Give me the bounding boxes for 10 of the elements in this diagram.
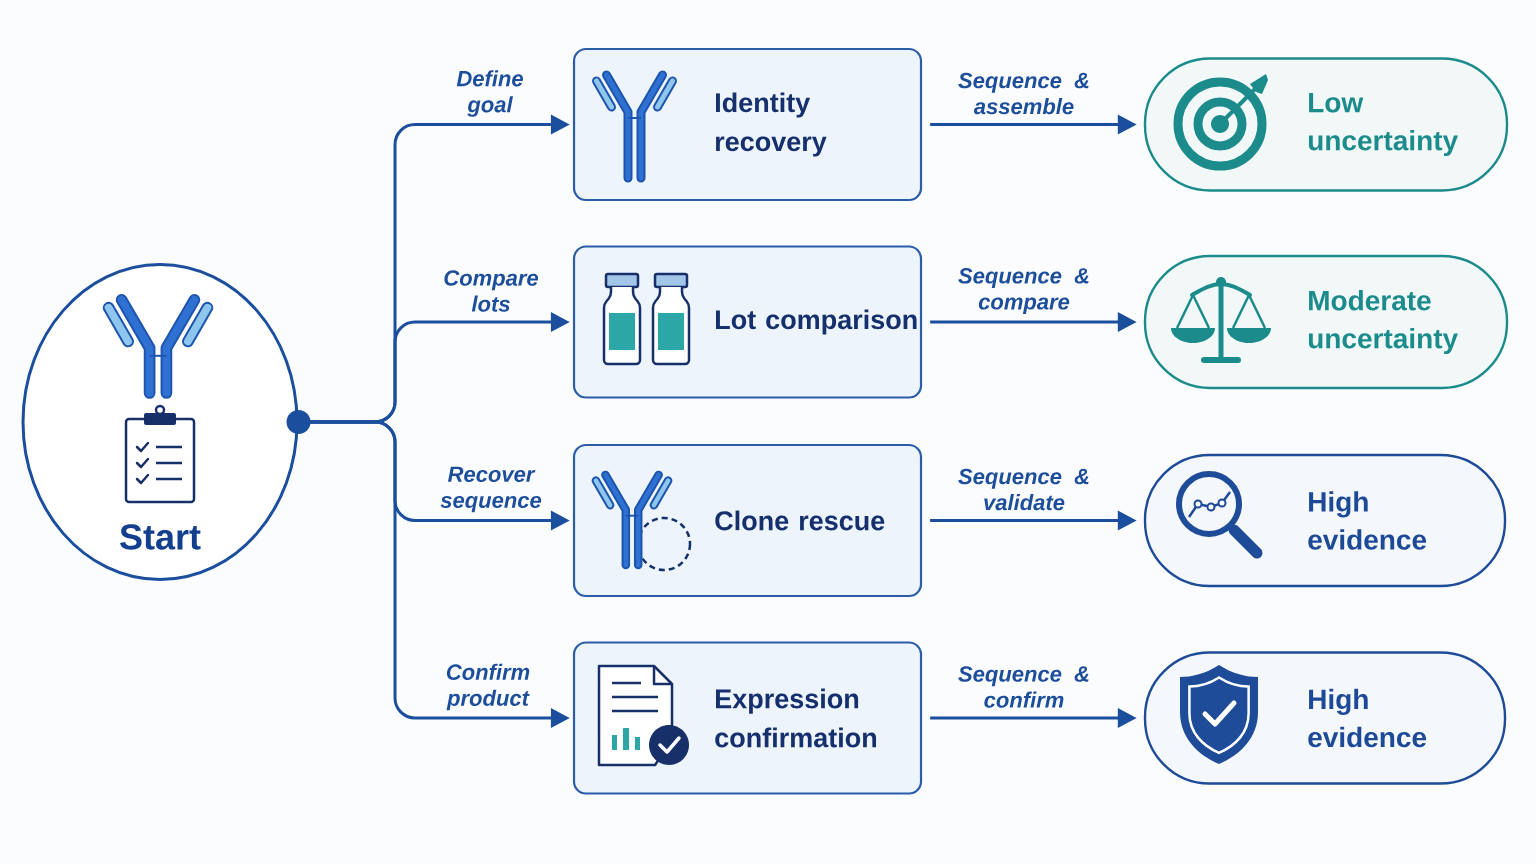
edge-label: Sequence & validate xyxy=(958,468,1089,511)
edge-label: Sequence & confirm xyxy=(958,666,1089,708)
edge-label: Sequence & compare xyxy=(958,268,1089,314)
edge-label: Compare lots xyxy=(444,270,539,312)
edge-label: Recover sequence xyxy=(440,466,542,513)
process-box: Clone rescue xyxy=(572,443,923,598)
edge-label: Sequence & assemble xyxy=(958,72,1089,115)
edge-label: Confirm product xyxy=(446,663,530,711)
process-box: Identity recovery xyxy=(572,47,923,202)
edge-label: Define goal xyxy=(456,70,523,117)
